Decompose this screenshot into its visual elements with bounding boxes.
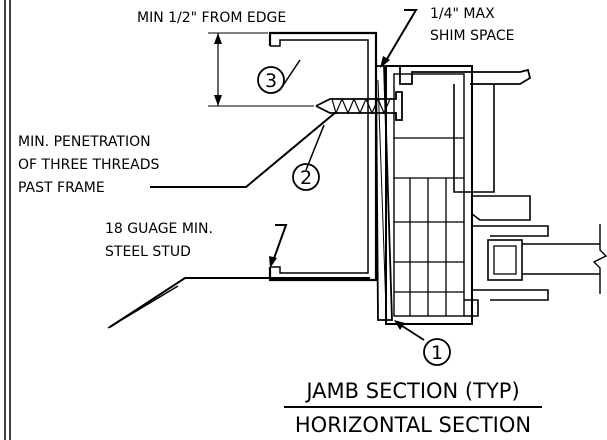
steel-stud [268,31,378,282]
section-subtitle: HORIZONTAL SECTION [295,413,531,437]
edge-distance-label: MIN 1/2" FROM EDGE [137,10,286,26]
stud-label-line1: 18 GUAGE MIN. [105,221,213,237]
callout-3-number: 3 [265,70,277,92]
callout-2: 2 [292,163,320,191]
shim-label-line1: 1/4" MAX [430,6,495,22]
section-title: JAMB SECTION (TYP) [304,379,519,403]
wall-base [107,277,370,329]
shim [375,65,393,321]
penetration-label-line1: MIN. PENETRATION [18,134,151,150]
glazing [522,224,607,294]
leader-lines [150,9,425,341]
callout-2-number: 2 [300,167,312,189]
penetration-label-line3: PAST FRAME [18,180,105,196]
edge-dimension [208,32,314,107]
callout-1-number: 1 [431,342,443,364]
window-frame [385,65,549,325]
sheet-border [4,0,11,440]
callout-1: 1 [423,338,451,366]
shim-label-line2: SHIM SPACE [430,28,514,44]
penetration-label-line2: OF THREE THREADS [18,157,159,173]
stud-label-line2: STEEL STUD [105,244,191,260]
callout-3: 3 [257,66,285,94]
screw [315,91,403,121]
